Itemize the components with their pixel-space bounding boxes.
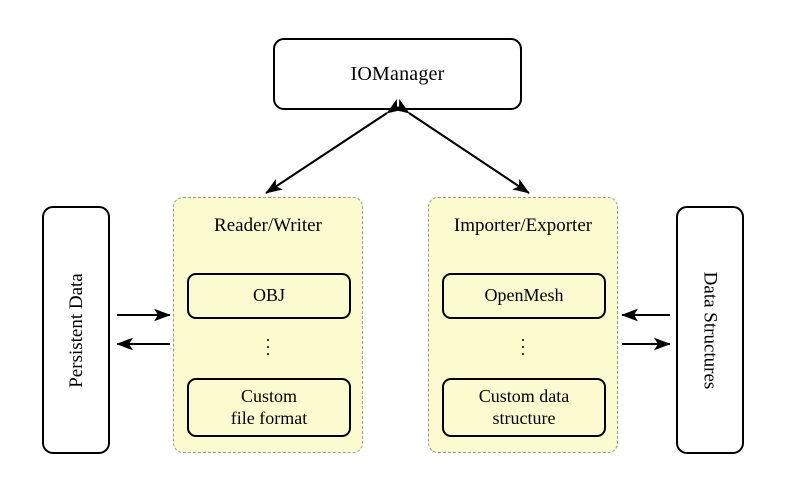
item-custom-file-format-line1: Custom [240,385,297,406]
node-data-structures: Data Structures [676,206,744,454]
connector-manager-reader-writer [265,98,404,194]
group-reader-writer-title: Reader/Writer [214,215,322,236]
item-custom-data-structure: Custom data structure [442,378,606,437]
item-openmesh: OpenMesh [442,273,606,319]
connector-manager-importer-exporter [392,98,530,194]
node-iomanager: IOManager [273,38,522,110]
group-importer-exporter: Importer/Exporter OpenMesh . . . Custom … [428,197,618,453]
group-importer-exporter-title: Importer/Exporter [453,215,593,236]
item-custom-file-format-label: Custom file format [231,386,307,430]
item-obj-label: OBJ [252,285,285,306]
importer-exporter-ellipsis-icon: . . . [520,326,526,359]
node-data-structures-label: Data Structures [699,271,721,389]
item-custom-file-format-line2: file format [230,407,308,428]
reader-writer-ellipsis-icon: . . . [265,326,271,359]
node-persistent-data: Persistent Data [42,206,110,454]
item-custom-data-structure-line1: Custom data [478,385,570,406]
item-custom-file-format: Custom file format [187,378,351,437]
item-openmesh-label: OpenMesh [484,285,564,306]
node-persistent-data-label: Persistent Data [65,272,87,388]
item-custom-data-structure-line2: structure [492,407,556,428]
node-iomanager-label: IOManager [350,62,445,85]
group-reader-writer: Reader/Writer OBJ . . . Custom file form… [173,197,363,453]
item-obj: OBJ [187,273,351,319]
item-custom-data-structure-label: Custom data structure [479,386,570,430]
